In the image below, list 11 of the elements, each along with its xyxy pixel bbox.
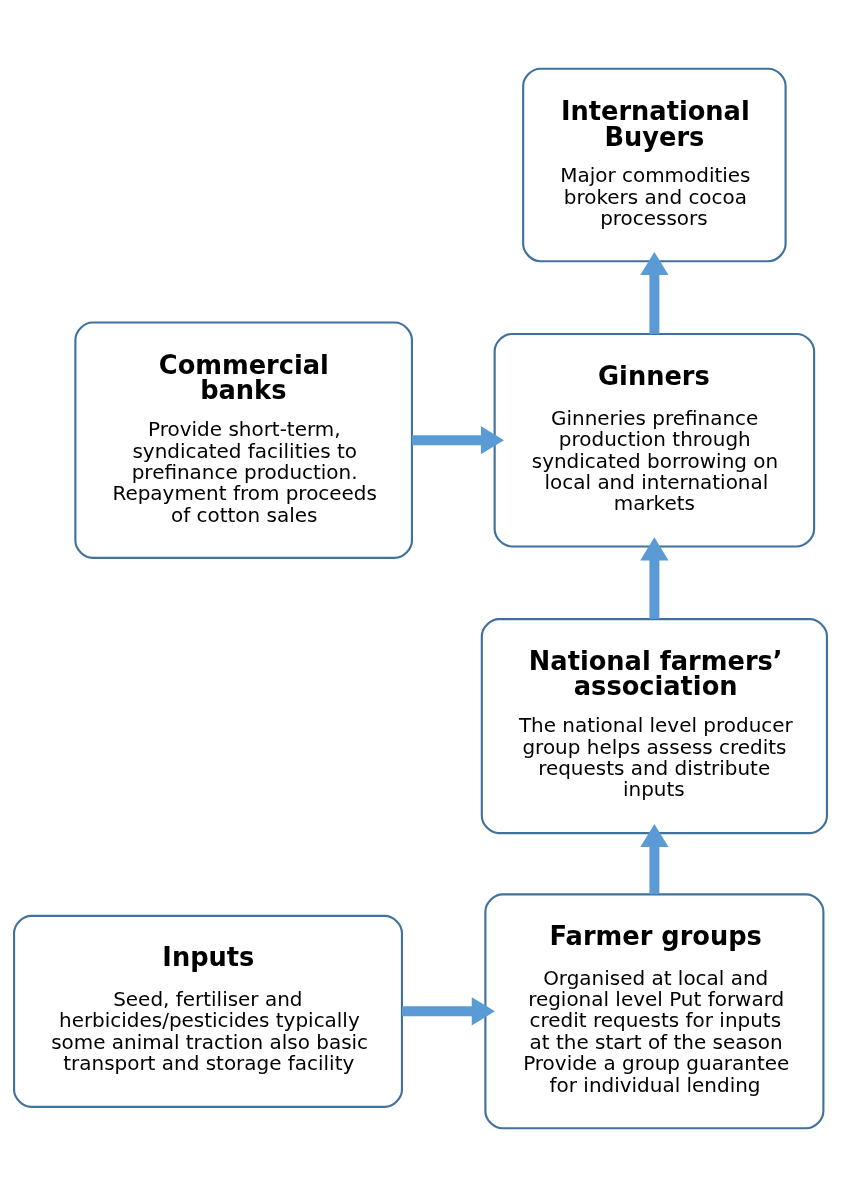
arrow [402, 996, 495, 1025]
arrow [640, 823, 669, 894]
node-box: Inputs Seed, fertiliser and herbicides/pesticides typically some animal traction also basic transport and storage facility [13, 914, 404, 1108]
node-box: Farmer groups Organised at local and regional level Put forward credit requests for inputs at the start of the season Provide a group guarantee for individual lending [484, 892, 825, 1129]
node-box: International Buyers Major commodities brokers and cocoa processors [522, 67, 787, 262]
node-box: Ginners Ginneries prefinance production through syndicated borrowing on local and international markets [493, 332, 816, 548]
node-box: National farmers’ association The national level producer group helps assess credits requests and distribute inputs [480, 617, 828, 834]
arrow [640, 251, 669, 334]
arrow [640, 536, 669, 619]
node-box: Commercial banks Provide short-term, syndicated facilities to prefinance production. Repayment from proceeds of cotton sales [74, 321, 413, 559]
arrow [412, 425, 504, 454]
